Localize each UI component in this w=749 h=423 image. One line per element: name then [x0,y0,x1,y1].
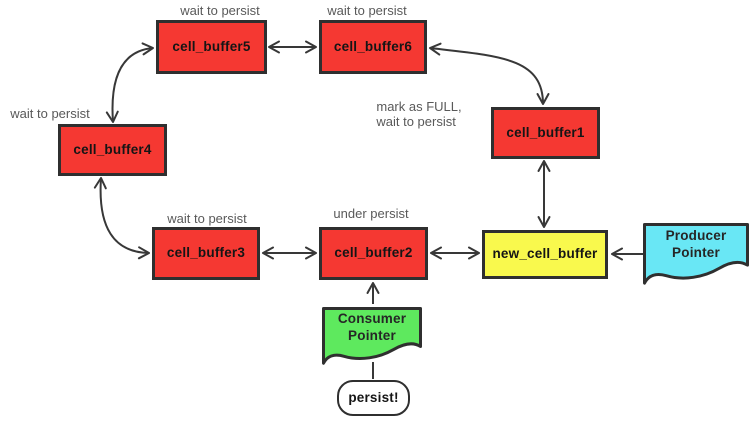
label-mark-full: mark as FULL, wait to persist [376,99,462,130]
label-wait-cb5: wait to persist [180,3,260,18]
node-cell-buffer3: cell_buffer3 [152,227,260,280]
label-wait-cb6: wait to persist [327,3,407,18]
node-cell-buffer6: cell_buffer6 [319,20,427,74]
new-cell-buffer-label: new_cell_buffer [492,246,598,262]
label-wait-cb3: wait to persist [167,211,247,226]
node-new-cell-buffer: new_cell_buffer [482,230,608,279]
node-persist: persist! [337,380,410,416]
consumer-pointer-shape [322,307,422,365]
cell-buffer4-label: cell_buffer4 [73,141,152,157]
node-consumer-pointer: Consumer Pointer [322,307,422,365]
producer-pointer-shape [643,223,749,285]
consumer-pointer-label: Consumer Pointer [337,311,407,343]
consumer-pointer-wave-path [322,307,422,365]
node-cell-buffer1: cell_buffer1 [491,107,600,159]
cell-buffer1-label: cell_buffer1 [506,124,585,140]
label-wait-cb4: wait to persist [10,106,90,121]
arrow-cb4-cb5 [105,42,154,123]
node-cell-buffer4: cell_buffer4 [58,124,167,176]
cell-buffer6-label: cell_buffer6 [333,38,413,54]
persist-label: persist! [348,389,399,405]
label-under-persist: under persist [333,206,409,221]
node-producer-pointer: Producer Pointer [643,223,749,285]
node-cell-buffer2: cell_buffer2 [319,227,428,280]
arrow-cb4-cb3 [93,177,150,260]
cell-buffer3-label: cell_buffer3 [166,245,246,261]
producer-pointer-wave-path [643,223,749,285]
arrow-cb6-cb1 [429,42,550,105]
cell-buffer2-label: cell_buffer2 [334,245,413,261]
cell-buffer5-label: cell_buffer5 [172,38,251,54]
node-cell-buffer5: cell_buffer5 [156,20,267,74]
producer-pointer-label: Producer Pointer [665,228,727,261]
